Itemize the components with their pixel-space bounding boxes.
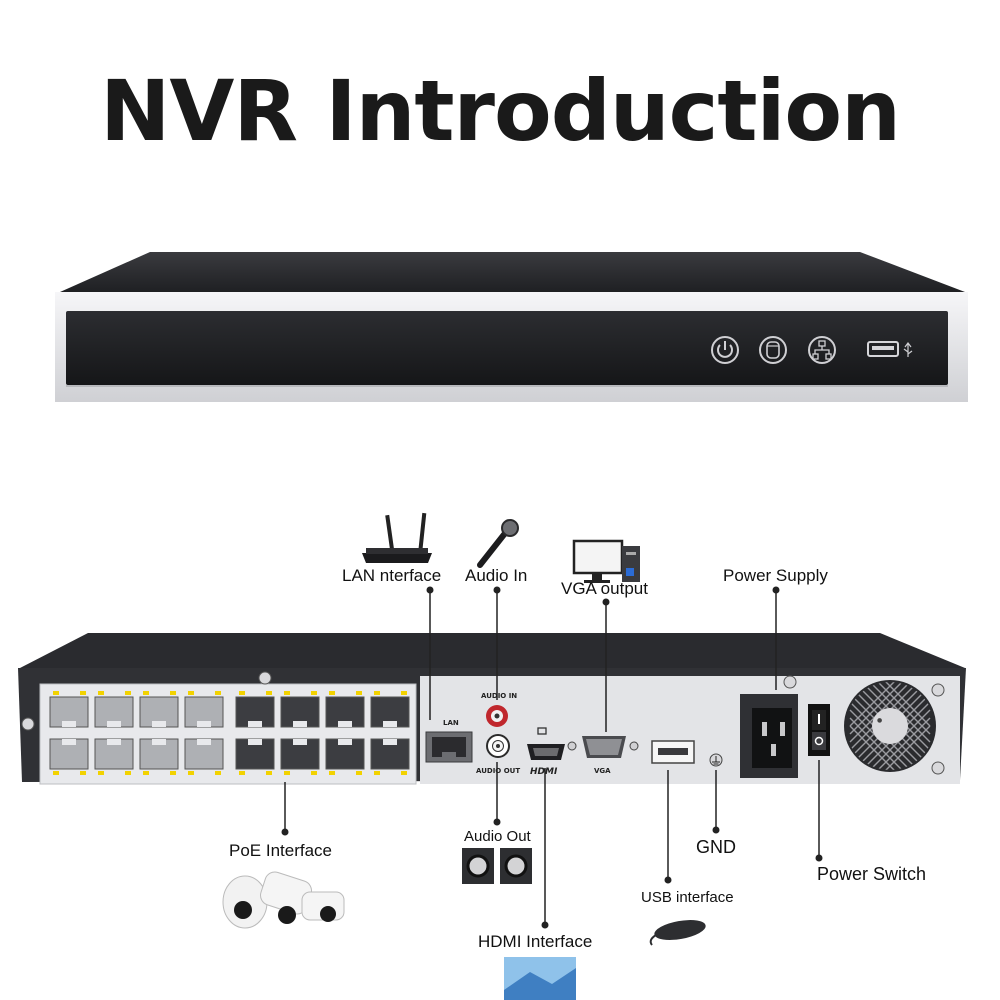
gnd-terminal <box>709 753 723 767</box>
port-led <box>125 771 131 775</box>
port-led <box>188 771 194 775</box>
poe-port[interactable] <box>280 696 320 728</box>
poe-port[interactable] <box>184 696 224 728</box>
svg-text:●: ● <box>877 717 882 724</box>
poe-port[interactable] <box>139 696 179 728</box>
microphone-image <box>477 519 519 568</box>
port-led <box>170 691 176 695</box>
port-led <box>143 691 149 695</box>
port-led <box>356 771 362 775</box>
hdmi-port[interactable] <box>527 727 565 760</box>
nvr-front-view <box>55 252 968 402</box>
network-icon <box>808 336 836 364</box>
port-led <box>374 771 380 775</box>
power-inlet[interactable] <box>740 694 798 778</box>
port-led <box>188 691 194 695</box>
poe-port[interactable] <box>184 738 224 770</box>
poe-port[interactable] <box>325 738 365 770</box>
port-led <box>356 691 362 695</box>
speakers-image <box>462 848 532 884</box>
port-led <box>239 691 245 695</box>
port-led <box>215 771 221 775</box>
poe-port[interactable] <box>139 738 179 770</box>
port-led <box>143 771 149 775</box>
poe-port[interactable] <box>280 738 320 770</box>
port-led <box>170 771 176 775</box>
ip-cameras-image <box>222 871 345 929</box>
port-led <box>374 691 380 695</box>
panel-lan-text: LAN <box>443 719 459 727</box>
port-led <box>284 691 290 695</box>
hdmi-interface-label: HDMI Interface <box>478 932 593 951</box>
gnd-label: GND <box>696 837 736 857</box>
port-led <box>329 771 335 775</box>
port-led <box>80 691 86 695</box>
panel-hdmi-text: HDMI <box>530 767 558 777</box>
power-switch[interactable] <box>808 704 830 756</box>
poe-port[interactable] <box>235 738 275 770</box>
power-switch-label: Power Switch <box>817 864 927 884</box>
poe-port[interactable] <box>49 738 89 770</box>
port-led <box>80 771 86 775</box>
port-led <box>311 771 317 775</box>
panel-audio-in-text: AUDIO IN <box>481 692 518 700</box>
panel-audio-out-text: AUDIO OUT <box>476 767 521 775</box>
panel-vga-text: VGA <box>594 767 611 775</box>
poe-port[interactable] <box>370 696 410 728</box>
vga-output-label: VGA output <box>561 579 648 598</box>
usb-port[interactable] <box>651 740 695 764</box>
poe-port[interactable] <box>235 696 275 728</box>
port-led <box>125 691 131 695</box>
computer-image <box>572 539 640 583</box>
usb-interface-label: USB interface <box>641 889 734 906</box>
page-title: NVR Introduction <box>100 62 901 160</box>
port-led <box>284 771 290 775</box>
port-led <box>98 771 104 775</box>
port-led <box>329 691 335 695</box>
audio-in-label: Audio In <box>465 566 528 585</box>
poe-port[interactable] <box>94 738 134 770</box>
audio-in-jack[interactable] <box>486 705 508 727</box>
port-led <box>98 691 104 695</box>
router-image <box>362 512 432 563</box>
poe-port[interactable] <box>325 696 365 728</box>
port-led <box>266 771 272 775</box>
port-led <box>401 771 407 775</box>
port-led <box>53 771 59 775</box>
audio-out-label: Audio Out <box>464 828 531 845</box>
power-supply-label: Power Supply <box>723 566 828 585</box>
usb-port-icon <box>867 341 913 357</box>
power-icon <box>711 336 739 364</box>
port-led <box>239 771 245 775</box>
display-image <box>504 957 576 1000</box>
port-led <box>266 691 272 695</box>
poe-port[interactable] <box>94 696 134 728</box>
poe-port[interactable] <box>49 696 89 728</box>
lan-interface-label: LAN nterface <box>342 566 442 585</box>
port-led <box>53 691 59 695</box>
port-led <box>215 691 221 695</box>
lan-port[interactable] <box>425 731 473 763</box>
poe-port[interactable] <box>370 738 410 770</box>
mouse-image <box>649 920 706 946</box>
port-led <box>401 691 407 695</box>
port-led <box>311 691 317 695</box>
vga-port[interactable] <box>567 736 639 758</box>
hdd-icon <box>759 336 787 364</box>
audio-out-jack[interactable] <box>486 734 510 758</box>
poe-interface-label: PoE Interface <box>229 841 333 860</box>
